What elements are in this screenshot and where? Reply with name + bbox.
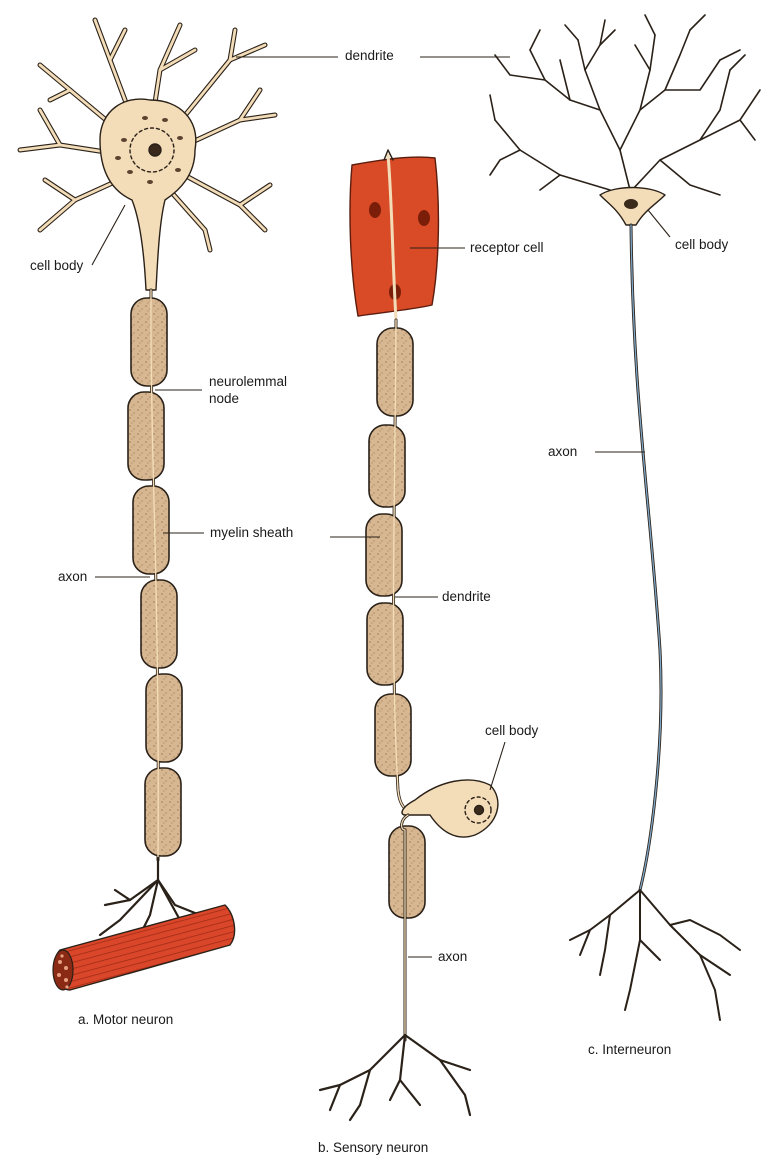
neurolemmal-node-label-line2: node — [209, 391, 239, 407]
sensory-neuron-caption: b. Sensory neuron — [318, 1140, 428, 1156]
sensory-neuron — [320, 150, 498, 1120]
inter-axon-label: axon — [548, 444, 577, 460]
muscle-fiber — [53, 905, 235, 990]
inter-dendrite-tree — [490, 15, 760, 195]
motor-nucleolus — [149, 144, 161, 156]
inter-cell-body-label: cell body — [675, 237, 728, 253]
receptor-cell-label: receptor cell — [470, 240, 544, 256]
sensory-dendrite-label: dendrite — [442, 589, 491, 605]
sensory-cell-body-label: cell body — [485, 723, 538, 739]
interneuron-caption: c. Interneuron — [588, 1042, 671, 1058]
motor-cell-body-label: cell body — [30, 258, 83, 274]
myelin-sheath-label: myelin sheath — [210, 525, 293, 541]
sensory-axon-terminals — [320, 1035, 470, 1120]
sensory-axon-label: axon — [438, 949, 467, 965]
motor-neuron — [20, 20, 275, 990]
inter-axon-terminals — [570, 890, 740, 1020]
motor-neuron-caption: a. Motor neuron — [78, 1012, 173, 1028]
dendrite-label: dendrite — [345, 48, 394, 64]
interneuron — [490, 15, 760, 1020]
motor-axon-label: axon — [58, 569, 87, 585]
neurolemmal-node-label-line1: neurolemmal — [209, 374, 287, 390]
